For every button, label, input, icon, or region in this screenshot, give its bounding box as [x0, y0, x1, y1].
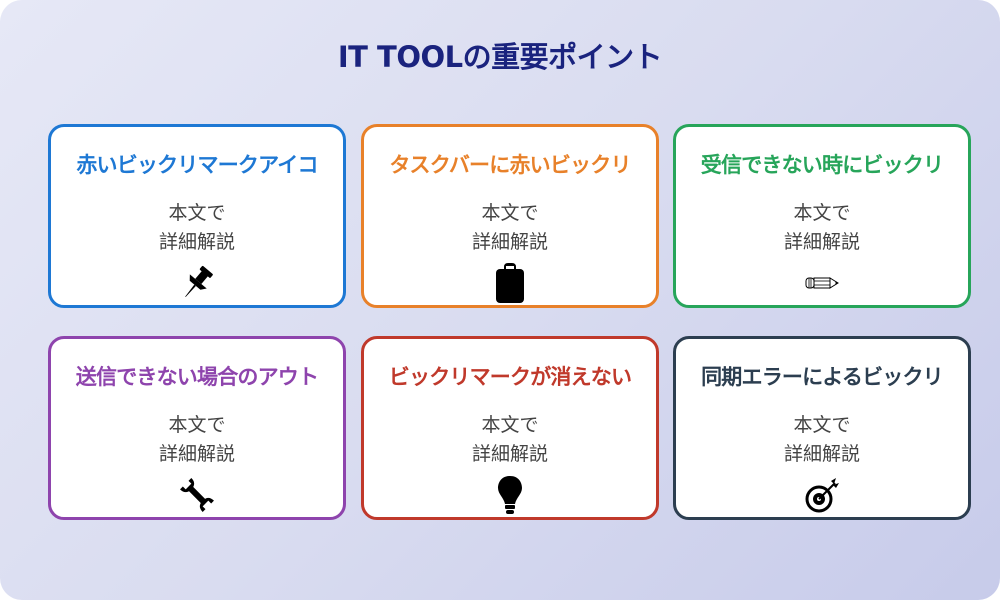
page-title: IT TOOLの重要ポイント [337, 40, 663, 74]
card-taskbar-red-exclamation: タスクバーに赤いビックリ 本文で 詳細解説 [361, 124, 659, 308]
card-heading: ビックリマークが消えない [388, 365, 632, 389]
card-red-exclamation-icon: 赤いビックリマークアイコ 本文で 詳細解説 [48, 124, 346, 308]
card-body-line2: 詳細解説 [471, 231, 548, 253]
card-body-line1: 本文で [481, 414, 539, 436]
card-body-line1: 本文で [793, 202, 851, 224]
card-body: 本文で 詳細解説 [364, 411, 656, 469]
lightbulb-icon [490, 475, 530, 515]
target-icon [802, 475, 842, 515]
card-body: 本文で 詳細解説 [364, 199, 656, 257]
card-body-line1: 本文で [168, 202, 226, 224]
card-body-line1: 本文で [481, 202, 539, 224]
card-body: 本文で 詳細解説 [676, 199, 968, 257]
card-body: 本文で 詳細解説 [51, 199, 343, 257]
card-heading: 受信できない時にビックリ [700, 153, 944, 177]
pencil-icon [802, 263, 842, 303]
card-body: 本文で 詳細解説 [676, 411, 968, 469]
card-body-line2: 詳細解説 [471, 443, 548, 465]
card-body-line1: 本文で [168, 414, 226, 436]
wrench-icon [177, 475, 217, 515]
card-body-line2: 詳細解説 [783, 231, 860, 253]
card-body: 本文で 詳細解説 [51, 411, 343, 469]
card-body-line2: 詳細解説 [158, 231, 235, 253]
card-body-line1: 本文で [793, 414, 851, 436]
clipboard-icon [490, 263, 530, 303]
card-body-line2: 詳細解説 [158, 443, 235, 465]
pushpin-icon [177, 263, 217, 303]
card-receive-error: 受信できない時にビックリ 本文で 詳細解説 [673, 124, 971, 308]
card-heading: 送信できない場合のアウト [75, 365, 319, 389]
card-sync-error: 同期エラーによるビックリ 本文で 詳細解説 [673, 336, 971, 520]
card-heading: 同期エラーによるビックリ [701, 365, 944, 389]
card-heading: 赤いビックリマークアイコ [76, 153, 318, 177]
card-exclamation-not-disappearing: ビックリマークが消えない 本文で 詳細解説 [361, 336, 659, 520]
card-send-error: 送信できない場合のアウト 本文で 詳細解説 [48, 336, 346, 520]
card-heading: タスクバーに赤いビックリ [389, 153, 631, 177]
card-body-line2: 詳細解説 [783, 443, 860, 465]
